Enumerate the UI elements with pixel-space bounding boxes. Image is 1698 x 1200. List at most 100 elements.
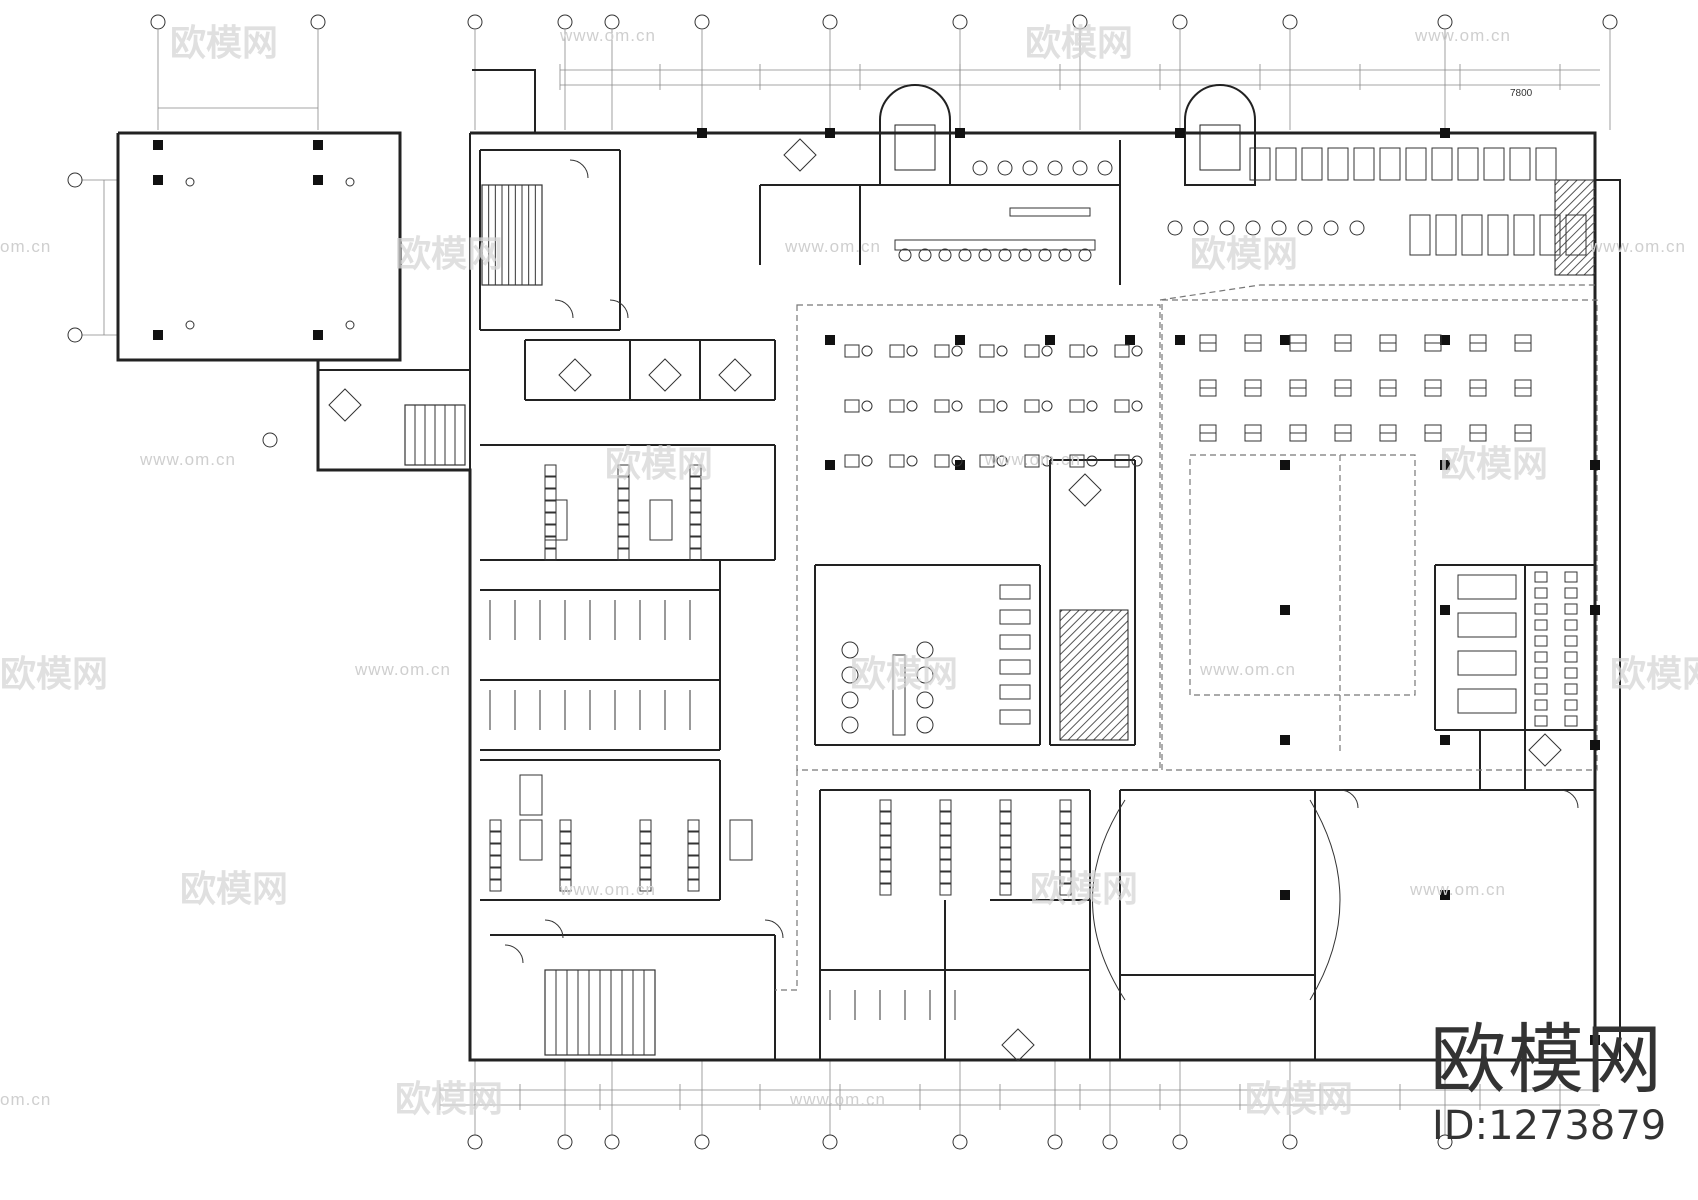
watermark-url: www.om.cn xyxy=(1415,26,1511,45)
column xyxy=(1440,128,1450,138)
treadmill xyxy=(1301,147,1323,181)
watermark-logo: 欧模网 xyxy=(850,654,959,695)
spa-seat xyxy=(1564,603,1578,615)
chair xyxy=(906,455,918,467)
axis-bubble-left xyxy=(67,327,83,343)
bar-stool xyxy=(918,248,932,262)
massage-bed xyxy=(999,584,1031,600)
axis-bubble-bottom xyxy=(1047,1134,1063,1150)
tile-feature xyxy=(1528,733,1562,767)
bike xyxy=(1539,214,1561,256)
locker xyxy=(617,548,630,561)
column xyxy=(153,175,163,185)
locker xyxy=(689,536,702,549)
door-swing xyxy=(609,299,629,319)
locker xyxy=(939,871,952,884)
bike xyxy=(1461,214,1483,256)
pool-seat xyxy=(841,641,859,659)
brand-id-text: ID:1273879 xyxy=(1432,1103,1667,1149)
locker xyxy=(879,835,892,848)
axis-bubble-top xyxy=(604,14,620,30)
spa-seat xyxy=(1564,635,1578,647)
axis-bubble-bottom xyxy=(1282,1134,1298,1150)
door-swing xyxy=(554,299,574,319)
locker xyxy=(1059,883,1072,896)
column xyxy=(1440,335,1450,345)
tile-feature xyxy=(783,138,817,172)
treadmill xyxy=(1457,147,1479,181)
locker xyxy=(939,811,952,824)
locker xyxy=(689,488,702,501)
axis-bubble-top xyxy=(1072,14,1088,30)
hatched-shaft xyxy=(1554,179,1596,276)
watermark-logo: 欧模网 xyxy=(1245,1079,1354,1120)
bar-stool xyxy=(938,248,952,262)
desk xyxy=(1024,399,1040,413)
desk xyxy=(934,454,950,468)
bar-stool xyxy=(1018,248,1032,262)
locker xyxy=(939,859,952,872)
locker xyxy=(559,855,572,868)
locker xyxy=(999,835,1012,848)
locker xyxy=(1059,799,1072,812)
figure xyxy=(1349,220,1365,236)
door-swing xyxy=(764,919,784,939)
spa-seat xyxy=(1534,571,1548,583)
watermark-url: www.om.cn xyxy=(560,26,656,45)
axis-bubble-top xyxy=(1437,14,1453,30)
spa-seat xyxy=(1564,619,1578,631)
furniture-layout xyxy=(185,138,1587,1062)
spa-seat xyxy=(1564,571,1578,583)
bar-stool xyxy=(898,248,912,262)
door-swing xyxy=(569,159,589,179)
axis-bubble-bottom xyxy=(952,1134,968,1150)
figure xyxy=(1297,220,1313,236)
locker xyxy=(687,831,700,844)
pool-seat xyxy=(841,666,859,684)
massage-bed xyxy=(999,684,1031,700)
chair xyxy=(951,400,963,412)
locker xyxy=(617,536,630,549)
spa-seat xyxy=(1564,715,1578,727)
bay-inner xyxy=(1199,124,1241,171)
wall xyxy=(472,69,536,133)
locker xyxy=(544,476,557,489)
axis-bubble-top xyxy=(467,14,483,30)
column xyxy=(825,335,835,345)
axis-bubble-bottom xyxy=(557,1134,573,1150)
dashed-zone xyxy=(1161,299,1598,771)
bench xyxy=(519,819,543,861)
axis-bubble-bottom xyxy=(1102,1134,1118,1150)
watermark-url: www.om.cn xyxy=(355,660,451,679)
tile-feature xyxy=(648,358,682,392)
desk xyxy=(1069,399,1085,413)
locker xyxy=(687,819,700,832)
dashed-zones xyxy=(775,284,1598,991)
lounge-chair xyxy=(997,160,1013,176)
desk xyxy=(979,454,995,468)
desk xyxy=(844,399,860,413)
watermark-logo: 欧模网 xyxy=(180,869,289,910)
desk xyxy=(1114,399,1130,413)
watermark-logo: 欧模网 xyxy=(1025,23,1134,64)
axis-bubble-top xyxy=(822,14,838,30)
dashed-zone xyxy=(1189,454,1416,696)
locker xyxy=(559,867,572,880)
chair xyxy=(996,345,1008,357)
watermark-logo: 欧模网 xyxy=(395,234,504,275)
spa-bed xyxy=(1457,612,1517,638)
figure xyxy=(1323,220,1339,236)
watermark-logo: 欧模网 xyxy=(1190,234,1299,275)
tile-feature xyxy=(1068,473,1102,507)
column xyxy=(1175,128,1185,138)
bike xyxy=(1435,214,1457,256)
grid-axis-lines xyxy=(82,30,1611,1135)
chair xyxy=(1041,455,1053,467)
pool-seat xyxy=(916,716,934,734)
bar-stool xyxy=(1038,248,1052,262)
figure xyxy=(1219,220,1235,236)
fixture xyxy=(345,320,355,330)
axis-bubble-left xyxy=(67,172,83,188)
axis-bubble-top xyxy=(1282,14,1298,30)
spa-seat xyxy=(1534,715,1548,727)
